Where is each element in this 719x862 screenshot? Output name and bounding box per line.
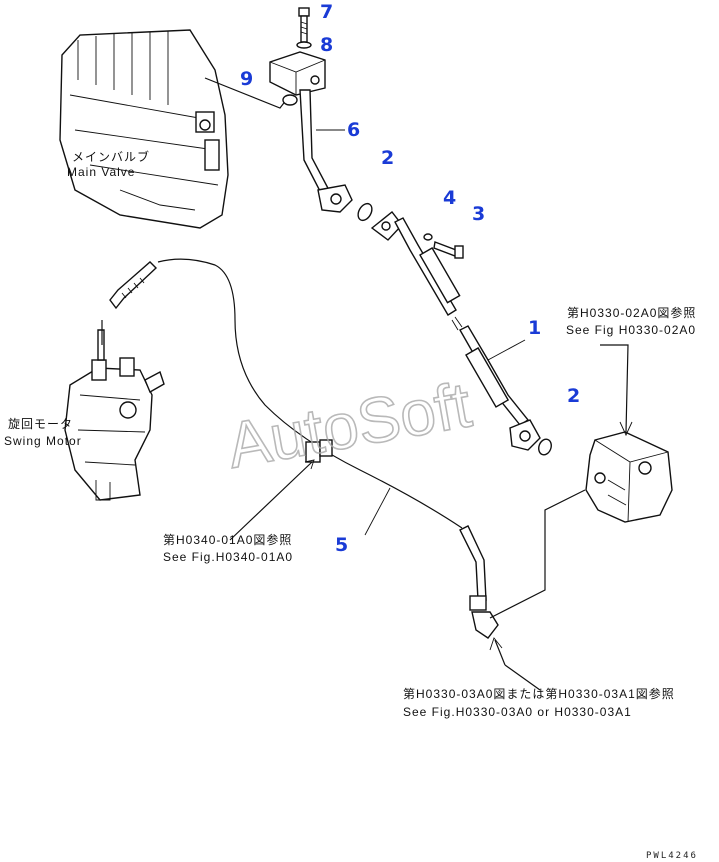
leader-5 xyxy=(364,487,391,536)
ref-arrow-h0340-01a0 xyxy=(229,461,313,541)
ref-h0340-01a0-en: See Fig.H0340-01A0 xyxy=(163,550,293,564)
callout-4: 4 xyxy=(443,187,456,209)
main-valve-label-jp: メインバルブ xyxy=(72,149,150,164)
ref-arrow-h0330-03 xyxy=(494,639,506,666)
block-9 xyxy=(269,51,326,96)
o-ring-2-lower xyxy=(538,438,552,456)
callout-2-lower: 2 xyxy=(567,385,580,407)
bolt-7 xyxy=(298,7,310,43)
flange-6 xyxy=(317,184,353,213)
washer-4 xyxy=(423,233,433,241)
swing-motor-label-jp: 旋回モータ xyxy=(8,417,73,431)
pipe-1 xyxy=(370,211,541,451)
callout-2-upper: 2 xyxy=(381,147,394,169)
callout-3: 3 xyxy=(472,203,485,225)
leader-1 xyxy=(487,339,526,361)
main-valve-drawing xyxy=(59,29,229,229)
callout-9: 9 xyxy=(240,68,253,90)
callout-1: 1 xyxy=(528,317,541,339)
washer-8 xyxy=(296,41,312,49)
swing-motor-label-en: Swing Motor xyxy=(4,434,82,448)
callout-7: 7 xyxy=(320,1,333,23)
main-valve-label-en: Main Valve xyxy=(67,165,135,179)
swivel-block xyxy=(585,431,673,523)
callout-8: 8 xyxy=(320,34,333,56)
bolt-3 xyxy=(433,241,464,259)
o-ring-2-upper xyxy=(357,202,373,222)
ref-line-h0330-02a0-lower xyxy=(489,489,586,619)
ref-h0330-02a0-en: See Fig H0330-02A0 xyxy=(566,323,696,337)
ref-h0340-01a0-jp: 第H0340-01A0図参照 xyxy=(163,532,292,547)
pipe-6 xyxy=(299,89,331,196)
callout-5: 5 xyxy=(335,534,348,556)
callout-6: 6 xyxy=(347,119,360,141)
ref-h0330-03-en: See Fig.H0330-03A0 or H0330-03A1 xyxy=(403,705,632,719)
ref-h0330-03-jp: 第H0330-03A0図または第H0330-03A1図参照 xyxy=(403,686,675,701)
clamp xyxy=(305,439,333,463)
hose-5 xyxy=(101,258,499,639)
drawing-code: PWL4246 xyxy=(646,851,698,861)
plug-9 xyxy=(282,94,298,106)
ref-h0330-02a0-jp: 第H0330-02A0図参照 xyxy=(567,305,696,320)
swing-motor-drawing xyxy=(64,329,165,501)
ref-arrow-h0330-02a0 xyxy=(600,344,629,433)
